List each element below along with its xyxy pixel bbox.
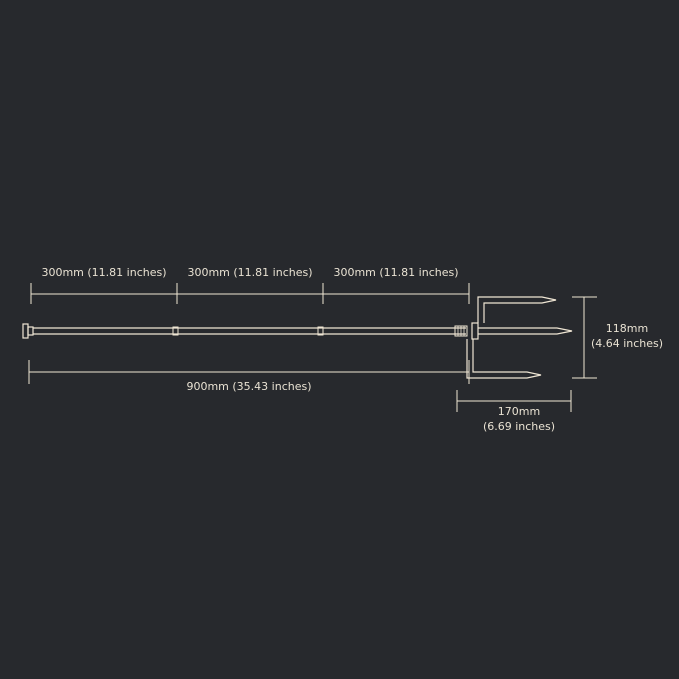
- rod-joint-2: [317, 326, 324, 336]
- segment-3-label: 300mm (11.81 inches): [333, 266, 459, 279]
- threaded-section: [454, 325, 468, 337]
- total-length-label: 900mm (35.43 inches): [186, 380, 312, 393]
- total-dimension-line: [28, 360, 470, 384]
- fork-height-dimension-line: [572, 296, 597, 379]
- fork-assembly: [466, 296, 573, 379]
- segment-dimension-line: [30, 283, 470, 304]
- rod-joint-1: [172, 326, 179, 336]
- spit-rod: [33, 327, 466, 335]
- segment-1-label: 300mm (11.81 inches): [41, 266, 167, 279]
- rod-end-cap: [22, 323, 34, 339]
- fork-height-inches-label: (4.64 inches): [590, 337, 664, 350]
- fork-length-dimension-line: [456, 390, 572, 412]
- fork-height-label: 118mm: [605, 322, 649, 335]
- segment-2-label: 300mm (11.81 inches): [187, 266, 313, 279]
- fork-length-inches-label: (6.69 inches): [482, 420, 556, 433]
- fork-length-label: 170mm: [497, 405, 541, 418]
